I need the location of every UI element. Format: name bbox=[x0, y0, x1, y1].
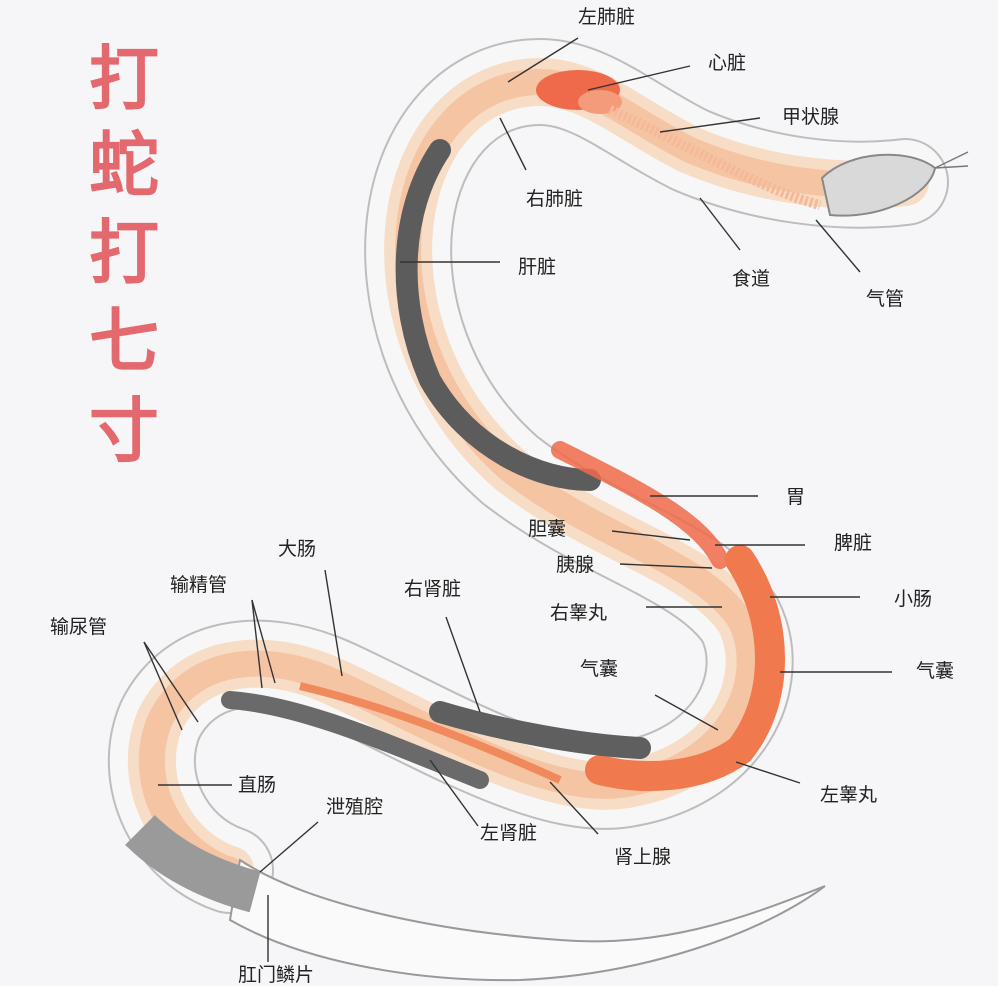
label-air-sac-inner: 气囊 bbox=[580, 660, 618, 679]
label-pancreas: 胰腺 bbox=[556, 556, 594, 575]
label-rectum: 直肠 bbox=[238, 776, 276, 795]
label-vas-deferens: 输精管 bbox=[170, 576, 227, 595]
label-right-testis: 右睾丸 bbox=[550, 604, 607, 623]
label-esophagus: 食道 bbox=[732, 270, 770, 289]
label-stomach: 胃 bbox=[786, 488, 805, 507]
label-left-testis: 左睾丸 bbox=[820, 786, 877, 805]
label-air-sac-right: 气囊 bbox=[916, 662, 954, 681]
label-large-intestine: 大肠 bbox=[278, 540, 316, 559]
label-right-kidney: 右肾脏 bbox=[404, 580, 461, 599]
label-trachea: 气管 bbox=[866, 290, 904, 309]
label-left-lung: 左肺脏 bbox=[578, 8, 635, 27]
label-bottom-cut: 肛门鳞片 bbox=[238, 966, 314, 985]
label-left-kidney: 左肾脏 bbox=[480, 824, 537, 843]
label-small-intestine: 小肠 bbox=[894, 590, 932, 609]
snake-tail bbox=[230, 860, 825, 980]
label-thyroid: 甲状腺 bbox=[782, 108, 839, 127]
label-ureter: 输尿管 bbox=[50, 618, 107, 637]
label-heart: 心脏 bbox=[708, 54, 746, 73]
label-liver: 肝脏 bbox=[518, 258, 556, 277]
label-adrenal: 肾上腺 bbox=[614, 848, 671, 867]
label-gallbladder: 胆囊 bbox=[528, 520, 566, 539]
label-right-lung: 右肺脏 bbox=[526, 190, 583, 209]
label-spleen: 脾脏 bbox=[834, 534, 872, 553]
label-cloaca: 泄殖腔 bbox=[326, 798, 383, 817]
